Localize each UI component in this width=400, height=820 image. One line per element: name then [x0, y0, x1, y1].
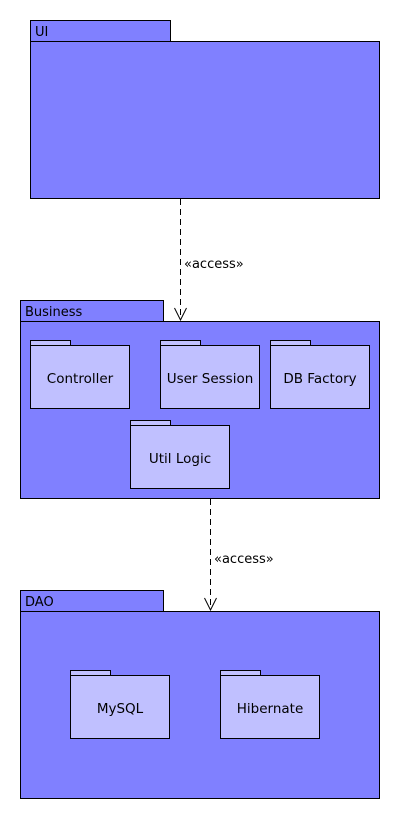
subpackage-mysql: MySQL — [70, 670, 170, 739]
dependency-ui-business: «access» — [174, 199, 244, 322]
subpackage-db-factory-body — [270, 345, 370, 409]
subpackage-db-factory-tab — [270, 340, 311, 346]
subpackage-controller-body — [30, 345, 130, 409]
subpackage-db-factory: DB Factory — [270, 340, 370, 409]
package-dao-label: DAO — [25, 595, 54, 610]
package-business-label: Business — [25, 305, 83, 320]
subpackage-hibernate-tab — [220, 670, 261, 676]
package-ui: UI — [30, 20, 380, 199]
dependency-ui-business-label: «access» — [184, 257, 244, 272]
subpackage-hibernate-label: Hibernate — [237, 701, 304, 717]
subpackage-db-factory-label: DB Factory — [283, 371, 356, 387]
subpackage-util-logic-tab — [130, 420, 171, 426]
package-dao: DAO MySQL Hibernate — [20, 590, 380, 799]
subpackage-util-logic-label: Util Logic — [149, 451, 211, 467]
subpackage-user-session-label: User Session — [167, 371, 254, 387]
subpackage-user-session: User Session — [160, 340, 260, 409]
subpackage-controller-label: Controller — [47, 371, 114, 387]
package-business: Business Controller User Session DB Fact… — [20, 300, 380, 499]
subpackage-hibernate: Hibernate — [220, 670, 320, 739]
package-ui-body — [30, 41, 380, 199]
dependency-business-dao-arrowhead — [204, 597, 217, 612]
subpackage-mysql-body — [70, 675, 170, 739]
subpackage-util-logic-body — [130, 425, 230, 489]
subpackage-hibernate-body — [220, 675, 320, 739]
subpackage-user-session-tab — [160, 340, 201, 346]
subpackage-mysql-label: MySQL — [97, 701, 144, 717]
subpackage-util-logic: Util Logic — [130, 420, 230, 489]
dependency-business-dao: «access» — [204, 499, 274, 612]
subpackage-controller: Controller — [30, 340, 130, 409]
subpackage-mysql-tab — [70, 670, 111, 676]
subpackage-controller-tab — [30, 340, 71, 346]
package-ui-label: UI — [35, 25, 48, 40]
dependency-business-dao-label: «access» — [214, 552, 274, 567]
subpackage-user-session-body — [160, 345, 260, 409]
dependency-ui-business-arrowhead — [174, 307, 187, 322]
package-ui-tab — [30, 20, 171, 42]
